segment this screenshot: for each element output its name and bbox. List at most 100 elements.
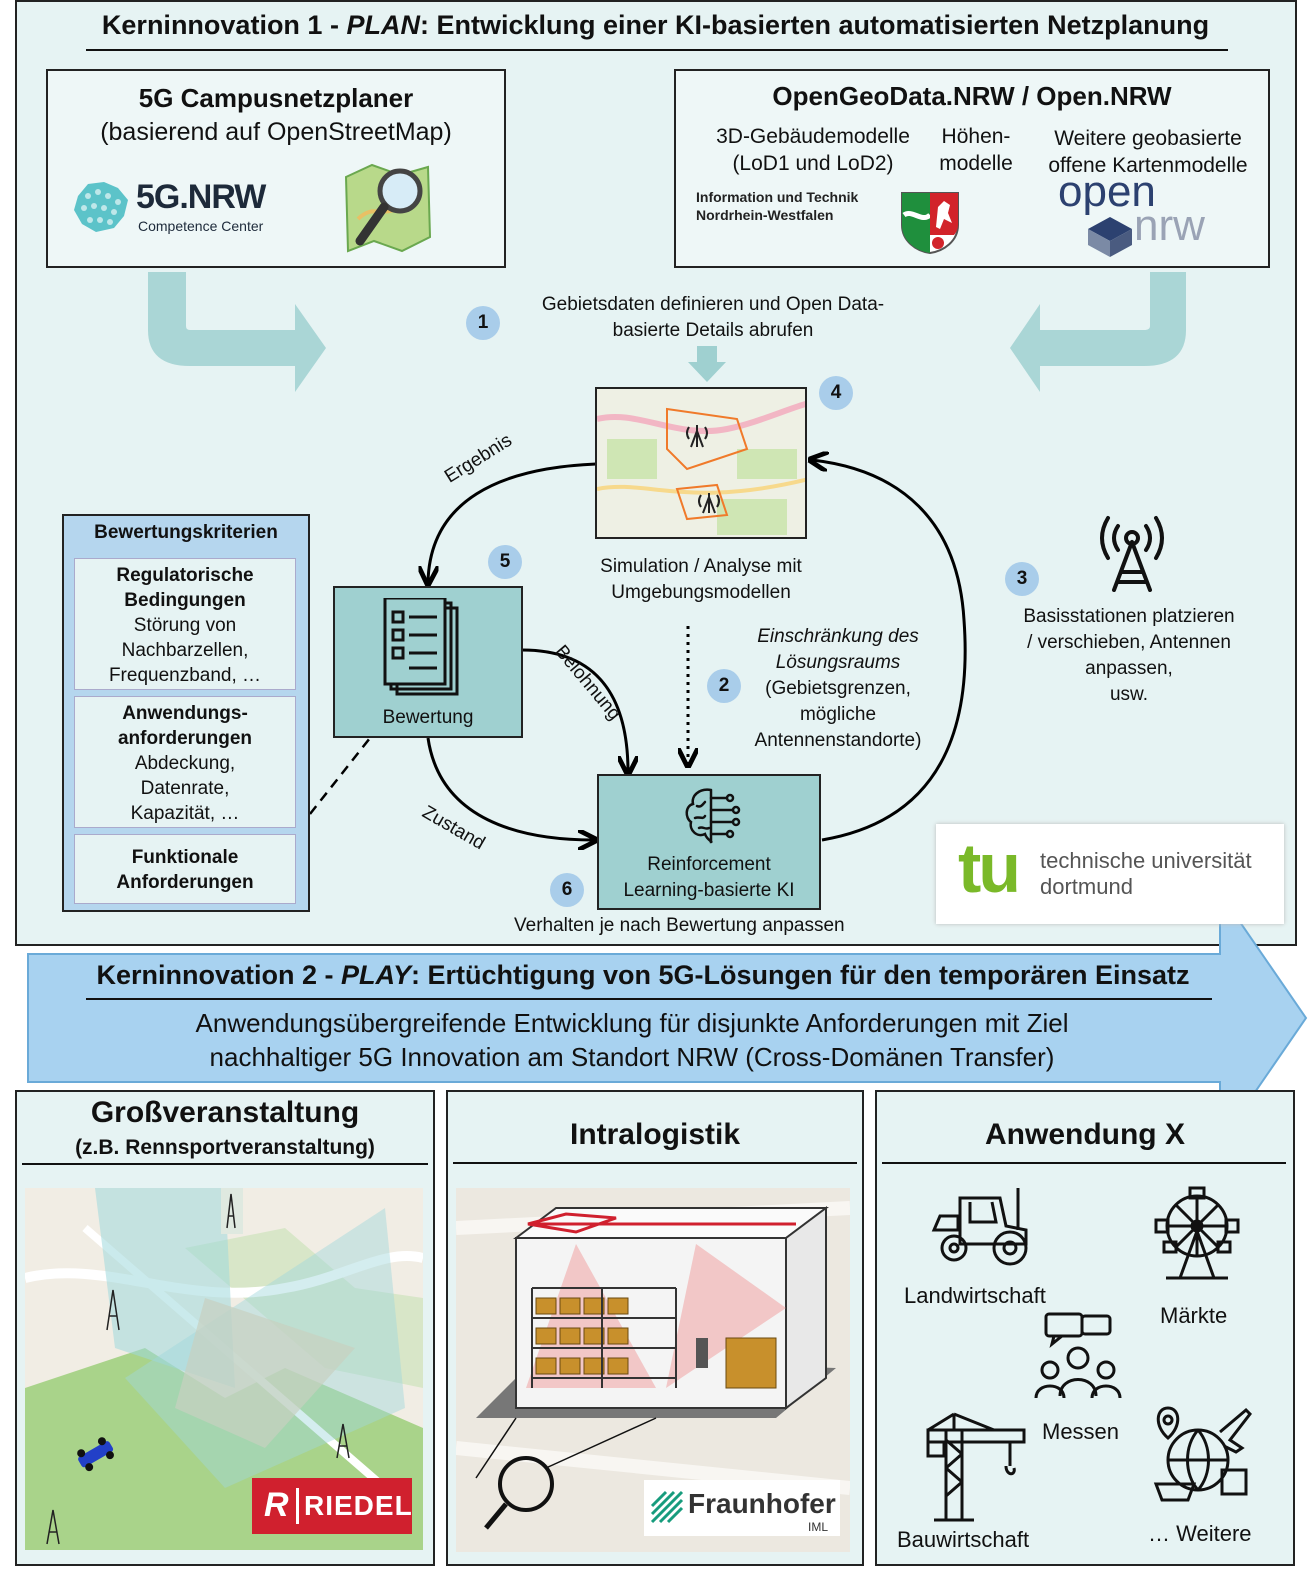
app-messen: Messen [1042,1419,1120,1444]
criteria-title: Bewertungskriterien [94,522,278,543]
step-3-badge: 3 [1005,562,1039,596]
plan-title-prefix: Kerninnovation 1 - [101,10,347,40]
campus-planner-box: 5G Campusnetzplaner (basierend auf OpenS… [46,69,506,268]
step-2-l3: Antennenstandorte) [754,730,922,751]
step-3-text: Basisstationen platzieren / verschieben,… [1000,604,1258,708]
plan-title-rest: : Entwicklung einer KI-basierten automat… [419,10,1210,40]
anw-underline [882,1162,1286,1164]
step-2-l2: mögliche [799,704,877,725]
play-line2: nachhaltiger 5G Innovation am Standort N… [209,1042,1055,1072]
step-2-i1: Einschränkung des [757,626,919,647]
step-3-l3: anpassen, [1085,658,1173,679]
play-title-prefix: Kerninnovation 2 - [96,960,341,990]
app-maerkte: Märkte [1160,1303,1228,1328]
left-bent-arrow [148,272,326,392]
crit1-b3: Frequenzband, … [108,665,262,686]
step-6-badge: 6 [550,873,584,907]
bewertung-box: Bewertung [333,586,523,738]
nrw-map-icon [70,176,132,236]
open-nrw-cube-icon [1086,215,1134,259]
step-2-i2: Lösungsraums [775,652,901,673]
crit1-b1: Störung von [133,615,237,636]
riedel-logo-mark: R [264,1486,289,1524]
nrw-logo-sub: Competence Center [138,218,264,234]
geo-title: OpenGeoData.NRW / Open.NRW [772,81,1172,111]
antenna-tower-icon [1092,512,1172,592]
edge-loop [812,460,967,842]
step-2-badge: 2 [707,669,741,703]
step-3-l1: Basisstationen platzieren [1023,606,1235,627]
play-title-rest: : Ertüchtigung von 5G-Lösungen für den t… [411,960,1190,990]
openstreetmap-logo-icon [338,159,438,259]
geo-col2-l2: modelle [939,152,1013,175]
rl-box: Reinforcement Learning-basierte KI [597,774,821,910]
crane-icon [924,1410,1028,1522]
it-nrw-logo-text: Information und Technik Nordrhein-Westfa… [696,188,858,224]
geo-col1-l2: (LoD1 und LoD2) [732,152,894,175]
tu-dortmund-logo: tu technische universität dortmund [936,824,1284,924]
global-trade-icon [1150,1404,1254,1508]
open-nrw-nrw: nrw [1134,201,1205,250]
right-bent-arrow [1010,272,1186,392]
step-5-badge: 5 [488,545,522,579]
plan-title: Kerninnovation 1 - PLAN: Entwicklung ein… [0,10,1311,41]
geo-col3-l1: Weitere geobasierte [1054,127,1242,150]
gross-title: Großveranstaltung [90,1096,360,1129]
open-nrw-logo: open nrw [1058,167,1238,265]
crit3-h2: Anforderungen [116,872,254,893]
geo-col3-l2: offene Kartenmodelle [1048,154,1248,177]
crit2-h1: Anwendungs- [122,703,248,724]
tractor-icon [930,1186,1034,1266]
step-4-l2: Umgebungsmodellen [611,582,791,603]
it-nrw-l1: Information und Technik [696,189,859,205]
rl-label: Reinforcement Learning-basierte KI [599,852,819,904]
step-4-l1: Simulation / Analyse mit [600,556,802,577]
open-nrw-open: open [1058,167,1156,216]
step-1-badge: 1 [466,306,500,340]
crit1-h2: Bedingungen [124,590,246,611]
step-2-text: Einschränkung des Lösungsraums (Gebietsg… [732,624,944,754]
step-3-l2: / verschieben, Antennen [1027,632,1231,653]
riedel-logo: R RIEDEL [252,1478,412,1534]
opengeodata-box: OpenGeoData.NRW / Open.NRW 3D-Gebäudemod… [674,69,1270,268]
step-6-text: Verhalten je nach Bewertung anpassen [514,915,845,936]
riedel-logo-bar [296,1488,299,1524]
bewertung-label: Bewertung [382,707,474,728]
step-4-text: Simulation / Analyse mit Umgebungsmodell… [556,554,846,606]
geo-col1-l1: 3D-Gebäudemodelle [716,125,910,148]
analysis-map-image [595,387,807,539]
campus-subtitle: (basierend auf OpenStreetMap) [100,118,452,146]
play-title-underline [86,998,1212,1000]
edge-belohnung [521,648,628,772]
checklist-icon [383,598,467,698]
criteria-item-regulatory: Regulatorische Bedingungen Störung von N… [74,558,296,690]
step-3-l4: usw. [1109,684,1149,705]
geo-col3: Weitere geobasierte offene Kartenmodelle [1032,125,1264,179]
ferris-wheel-icon [1152,1186,1242,1286]
geo-col2-l1: Höhen- [941,125,1011,148]
riedel-logo-text: RIEDEL [304,1490,413,1521]
crit2-b2: Datenrate, [140,778,230,799]
step-2-l1: (Gebietsgrenzen, [765,678,911,699]
fraunhofer-logo: Fraunhofer IML [644,1480,840,1536]
step-1-text: Gebietsdaten definieren und Open Data- b… [500,292,926,344]
race-track-map-image [25,1188,423,1550]
play-line1: Anwendungsübergreifende Entwicklung für … [195,1008,1069,1038]
intra-title: Intralogistik [569,1118,741,1151]
fraunhofer-logo-text: Fraunhofer [688,1488,836,1519]
gross-underline [22,1163,428,1165]
crit1-b2: Nachbarzellen, [121,640,249,661]
tu-logo-line2: dortmund [1040,874,1133,899]
conference-people-icon [1032,1312,1124,1402]
geo-col1: 3D-Gebäudemodelle (LoD1 und LoD2) [698,123,928,177]
criteria-item-functional: Funktionale Anforderungen [74,834,296,904]
campus-title: 5G Campusnetzplaner [138,83,414,113]
edge-ergebnis [428,462,597,582]
crit2-b1: Abdeckung, [134,753,236,774]
it-nrw-l2: Nordrhein-Westfalen [696,207,834,223]
plan-title-em: PLAN [346,10,420,40]
fraunhofer-logo-icon [650,1490,684,1524]
ai-brain-icon [681,784,743,846]
fraunhofer-logo-sub: IML [808,1520,829,1534]
crit3-h1: Funktionale [131,847,239,868]
